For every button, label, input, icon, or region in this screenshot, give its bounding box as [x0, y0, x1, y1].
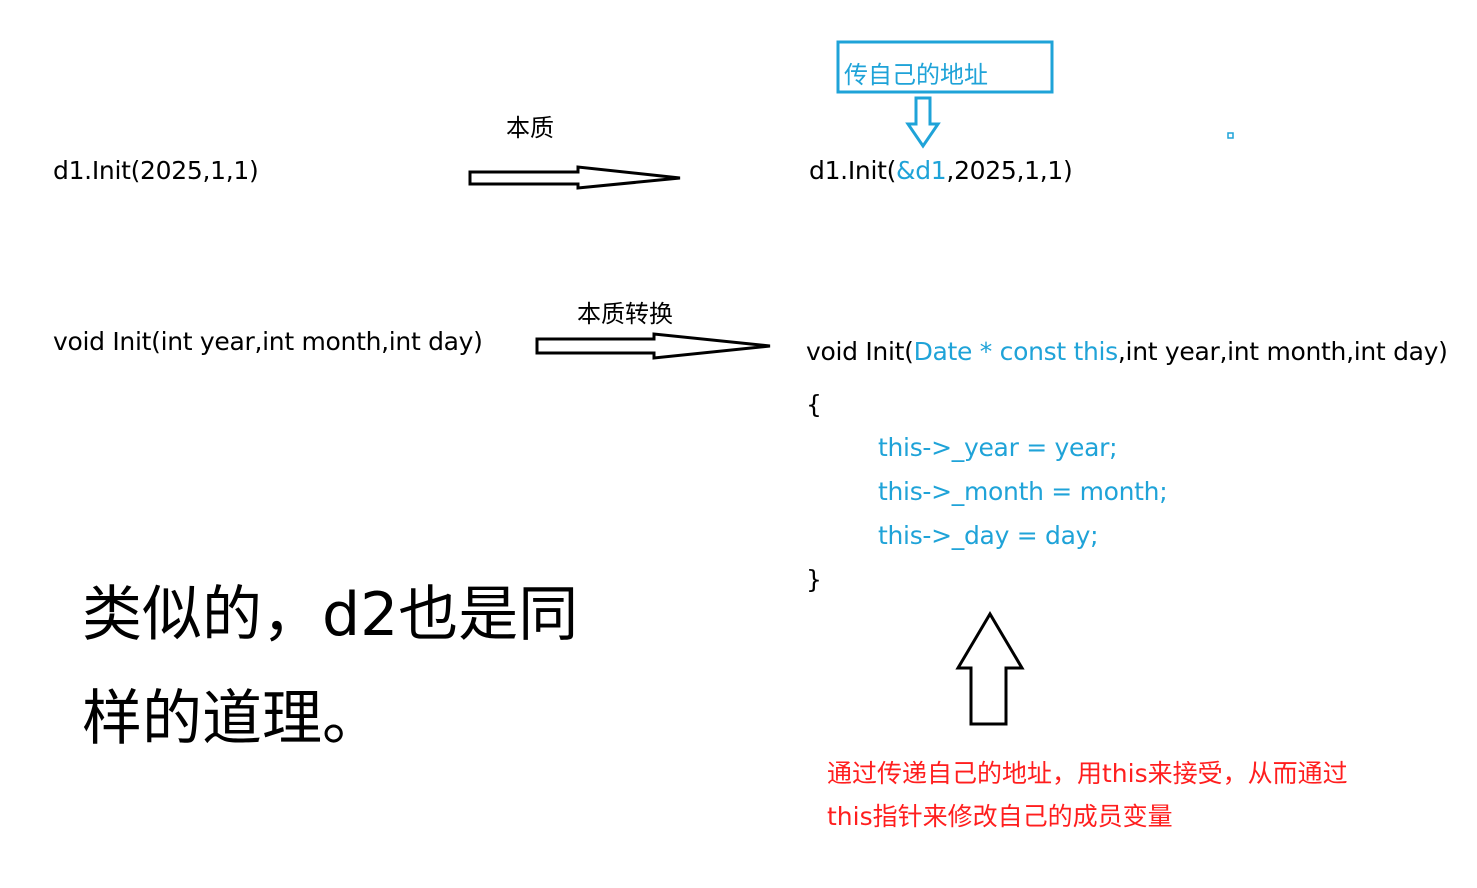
big-note-line2: 样的道理。: [82, 684, 382, 754]
right-decl: void Init(Date * const this,int year,int…: [806, 337, 1448, 366]
right-call-prefix: d1.Init(: [809, 156, 897, 185]
body-line-year: this->_year = year;: [878, 433, 1118, 462]
up-arrow: [955, 611, 1025, 726]
address-label-box: [836, 40, 1054, 94]
blue-dot: [1227, 132, 1234, 139]
right-decl-this: Date * const this: [913, 337, 1119, 366]
right-decl-prefix: void Init(: [806, 337, 914, 366]
right-call-arg: &d1: [896, 156, 947, 185]
right-call-suffix: ,2025,1,1): [946, 156, 1073, 185]
essence-label: 本质: [506, 114, 554, 142]
left-decl: void Init(int year,int month,int day): [53, 327, 483, 356]
right-decl-suffix: ,int year,int month,int day): [1117, 337, 1448, 366]
right-call: d1.Init(&d1,2025,1,1): [809, 156, 1073, 185]
right-arrow-top: [468, 165, 681, 190]
open-brace: {: [806, 390, 822, 419]
pass-own-address-label: 传自己的地址: [844, 61, 988, 89]
body-line-month: this->_month = month;: [878, 477, 1168, 506]
right-arrow-middle: [535, 332, 771, 360]
left-call: d1.Init(2025,1,1): [53, 156, 259, 185]
blue-down-arrow: [905, 96, 941, 149]
close-brace: }: [806, 565, 822, 594]
body-line-day: this->_day = day;: [878, 521, 1099, 550]
essence-convert-label: 本质转换: [577, 300, 673, 328]
big-note-line1: 类似的，d2也是同: [82, 580, 579, 650]
red-note-line2: this指针来修改自己的成员变量: [827, 802, 1173, 831]
red-note-line1: 通过传递自己的地址，用this来接受，从而通过: [827, 759, 1348, 788]
